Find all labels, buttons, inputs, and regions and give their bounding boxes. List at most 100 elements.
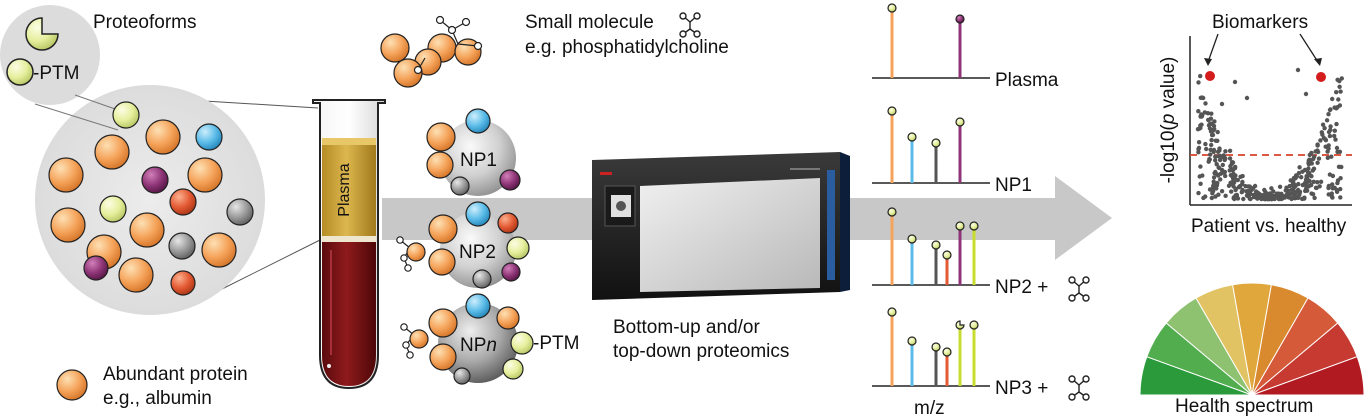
volcano-point	[1203, 101, 1208, 106]
volcano-point	[1325, 155, 1331, 160]
volcano-point	[1324, 118, 1330, 123]
volcano-point	[1315, 160, 1320, 165]
spectrum-np1: NP1	[872, 106, 1032, 196]
volcano-point	[1338, 89, 1343, 94]
spectrum-np3: NP3 + m/z	[872, 307, 1090, 419]
molecule-icon	[1068, 375, 1090, 401]
volcano-point	[1271, 196, 1276, 201]
abundant-protein	[129, 212, 165, 248]
volcano-point	[1204, 146, 1209, 152]
volcano-point	[1301, 196, 1307, 201]
npn-ptm-label: -PTM	[533, 333, 579, 354]
gauge-segment	[1251, 356, 1365, 396]
volcano-point	[1231, 180, 1237, 185]
volcano-point	[1329, 154, 1334, 159]
volcano-point	[1196, 190, 1201, 196]
volcano-point	[1249, 187, 1255, 192]
volcano-point	[1313, 185, 1319, 190]
ptm-proteoform-icon	[6, 58, 34, 86]
volcano-point	[1311, 179, 1316, 184]
volcano-point	[1217, 157, 1223, 163]
gauge-base-mask	[1137, 395, 1367, 419]
volcano-point	[1325, 149, 1330, 154]
volcano-point	[1322, 126, 1327, 131]
red-protein	[170, 270, 196, 296]
np1-label: NP1	[460, 150, 497, 171]
volcano-point	[1202, 110, 1208, 115]
volcano-point	[1214, 162, 1219, 167]
volcano-point	[1334, 90, 1339, 95]
volcano-point	[1330, 96, 1335, 102]
volcano-point	[1206, 159, 1211, 164]
volcano-point	[1218, 177, 1223, 182]
abundant-protein-label: Abundant protein	[103, 364, 248, 385]
volcano-point	[1208, 152, 1213, 157]
volcano-point	[1228, 180, 1233, 185]
volcano-x-axis-label: Patient vs. healthy	[1191, 216, 1347, 237]
volcano-point	[1309, 174, 1314, 179]
small-molecule-label: Small molecule	[525, 12, 654, 33]
volcano-point	[1209, 111, 1214, 116]
volcano-point	[1335, 77, 1340, 83]
volcano-point	[1283, 188, 1289, 193]
gray-protein	[226, 198, 254, 226]
volcano-point	[1251, 192, 1257, 198]
volcano-point	[1211, 147, 1217, 153]
volcano-point	[1316, 156, 1322, 161]
volcano-point	[1244, 95, 1250, 101]
abundant-protein	[201, 232, 237, 268]
volcano-point	[1333, 137, 1338, 142]
volcano-point	[1258, 193, 1264, 198]
volcano-point	[1295, 67, 1301, 73]
npn-label: NPn	[460, 335, 497, 356]
volcano-point	[1330, 182, 1335, 187]
volcano-point	[1207, 187, 1213, 192]
volcano-point	[1335, 178, 1341, 183]
volcano-point	[1215, 129, 1220, 135]
volcano-y-axis-label: -log10(p value)	[1158, 57, 1179, 184]
volcano-point	[1223, 173, 1228, 179]
volcano-point	[1296, 181, 1301, 187]
red-protein	[169, 188, 197, 216]
abundant-protein-legend: Abundant protein e.g., albumin	[56, 364, 248, 409]
abundant-protein	[48, 157, 84, 193]
volcano-point	[1223, 149, 1228, 154]
volcano-point	[1305, 170, 1311, 175]
volcano-point	[1206, 117, 1211, 123]
volcano-point	[1294, 189, 1300, 195]
volcano-point	[1277, 184, 1283, 189]
volcano-point	[1216, 173, 1221, 178]
volcano-point	[1307, 178, 1312, 184]
volcano-point	[1234, 195, 1240, 200]
volcano-point	[1332, 133, 1337, 139]
volcano-point	[1291, 178, 1296, 183]
volcano-point	[1303, 91, 1309, 97]
volcano-point	[1231, 184, 1236, 189]
volcano-point	[1198, 164, 1203, 169]
volcano-point	[1303, 188, 1308, 194]
volcano-point	[1311, 166, 1317, 171]
plasma-test-tube: Plasma	[312, 99, 386, 390]
volcano-point	[1336, 97, 1341, 102]
volcano-point	[1210, 132, 1216, 138]
volcano-point	[1291, 188, 1296, 193]
health-gauge	[1137, 282, 1367, 419]
volcano-point	[1228, 164, 1233, 169]
volcano-point	[1315, 149, 1321, 155]
volcano-point	[1315, 180, 1320, 185]
volcano-point	[1209, 137, 1214, 143]
volcano-point	[1326, 183, 1332, 189]
volcano-point	[1216, 192, 1221, 197]
volcano-point	[1292, 185, 1297, 190]
volcano-point	[1308, 159, 1313, 164]
health-spectrum-label: Health spectrum	[1175, 396, 1313, 417]
volcano-point	[1231, 171, 1236, 176]
volcano-point	[1196, 150, 1201, 155]
proteoform-inset-circle	[0, 5, 100, 105]
small-molecule-example: e.g. phosphatidylcholine	[525, 37, 729, 58]
volcano-point	[1334, 187, 1339, 193]
volcano-point	[1196, 140, 1202, 145]
volcano-point	[1201, 95, 1206, 101]
volcano-point	[1269, 186, 1274, 191]
volcano-point	[1266, 194, 1271, 200]
